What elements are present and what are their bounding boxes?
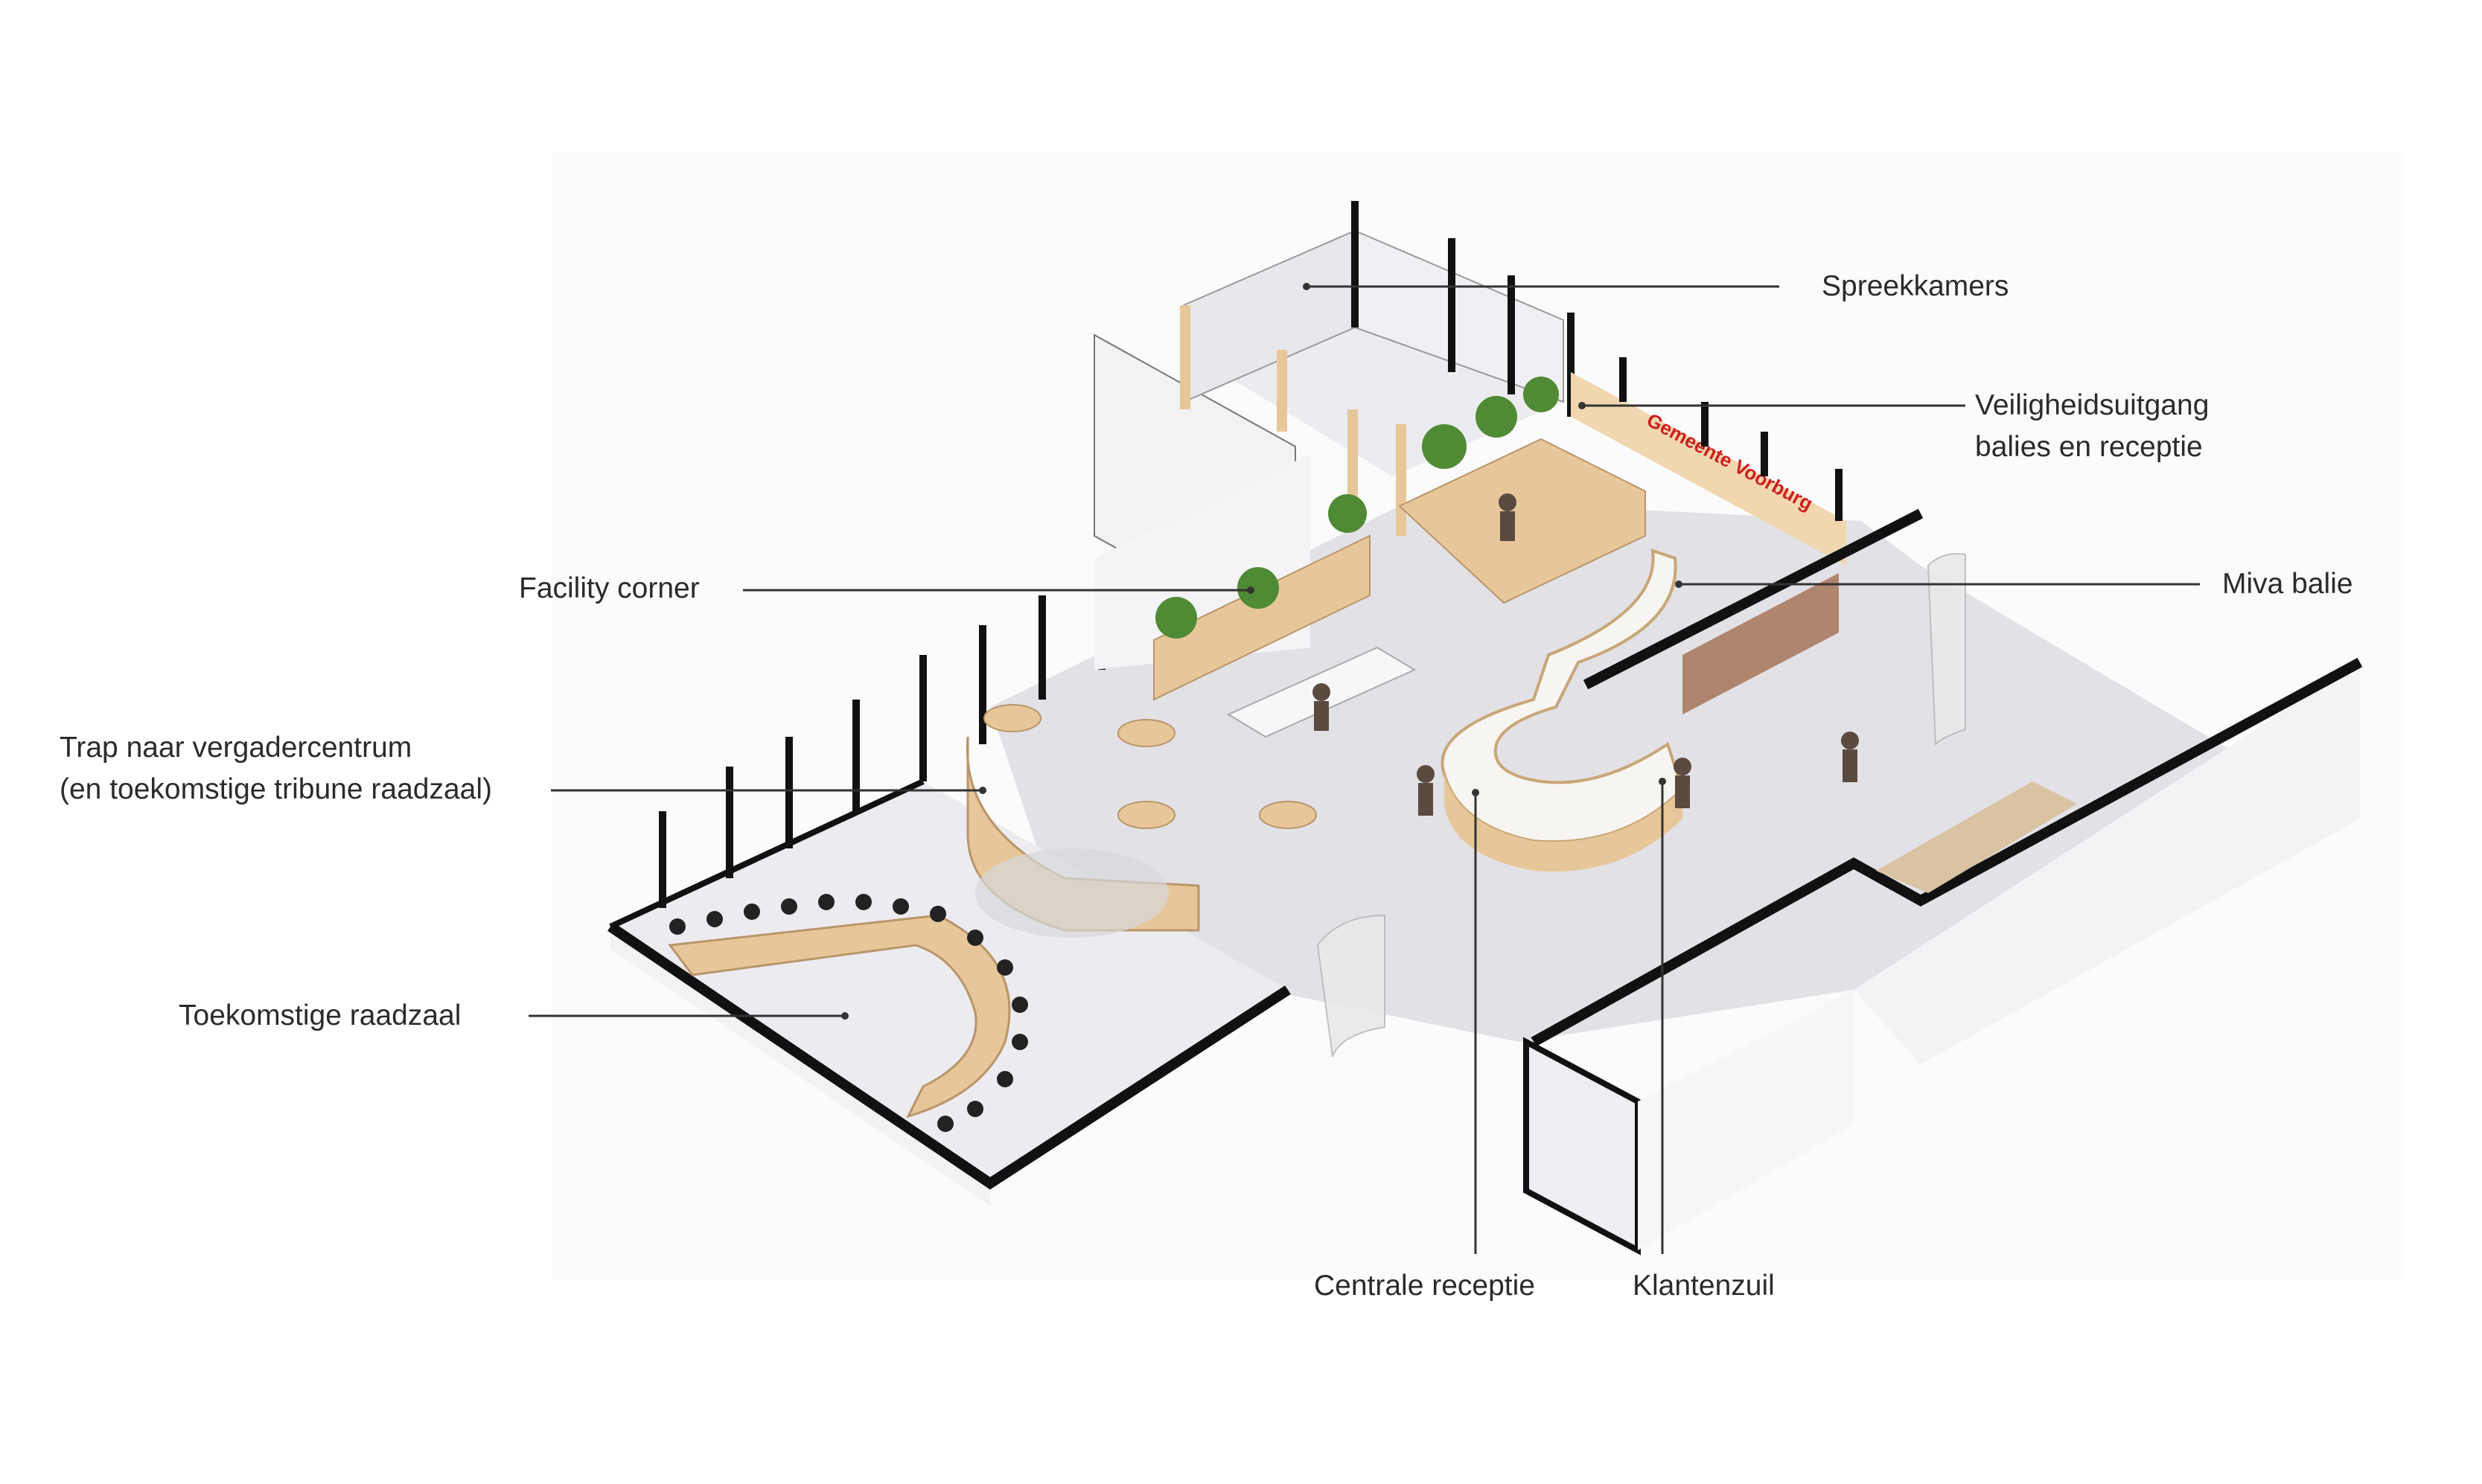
window-mullions-back bbox=[1619, 357, 1843, 521]
label-veiligheidsuitgang-line1: Veiligheidsuitgang bbox=[1975, 389, 2210, 421]
label-trap-line2: (en toekomstige tribune raadzaal) bbox=[60, 773, 492, 805]
inner-dark-wall bbox=[1583, 508, 1924, 690]
staircase bbox=[966, 736, 1200, 938]
central-reception-desk bbox=[1441, 548, 1685, 872]
label-klantenzuil: Klantenzuil bbox=[1633, 1265, 1775, 1307]
label-miva-balie-text: Miva balie bbox=[2222, 568, 2353, 600]
label-toekomstige-raadzaal: Toekomstige raadzaal bbox=[179, 995, 461, 1037]
people bbox=[1312, 493, 1859, 816]
label-spreekkamers: Spreekkamers bbox=[1822, 266, 2009, 307]
facility-corner bbox=[1153, 494, 1371, 701]
label-trap-line1: Trap naar vergadercentrum bbox=[60, 732, 412, 764]
raadzaal-table bbox=[668, 894, 1028, 1132]
label-veiligheidsuitgang-line2: balies en receptie bbox=[1975, 431, 2203, 463]
receptie-back-wall bbox=[1571, 372, 1846, 566]
label-klantenzuil-text: Klantenzuil bbox=[1633, 1270, 1775, 1302]
raadzaal-wall-top bbox=[607, 922, 1291, 1190]
leader-lines bbox=[529, 283, 2200, 1254]
right-wall-face bbox=[1854, 662, 2360, 1064]
entrance-glass bbox=[1316, 553, 1966, 1058]
label-facility-corner-text: Facility corner bbox=[519, 572, 700, 604]
label-miva-balie: Miva balie bbox=[2222, 563, 2353, 605]
label-veiligheidsuitgang: Veiligheidsuitgang balies en receptie bbox=[1975, 385, 2209, 468]
front-wall-side bbox=[1638, 990, 1854, 1250]
mural bbox=[1682, 573, 1839, 714]
entrance-mat bbox=[1876, 781, 2077, 893]
balies-receptie bbox=[1398, 377, 1646, 604]
label-centrale-receptie-text: Centrale receptie bbox=[1314, 1270, 1535, 1302]
label-trap: Trap naar vergadercentrum (en toekomstig… bbox=[60, 727, 492, 810]
cafe-tables bbox=[983, 704, 1317, 829]
label-centrale-receptie: Centrale receptie bbox=[1314, 1265, 1535, 1307]
right-wall-top bbox=[1531, 657, 2363, 1047]
label-facility-corner: Facility corner bbox=[519, 568, 700, 610]
label-spreekkamers-text: Spreekkamers bbox=[1822, 270, 2009, 302]
raadzaal-floor bbox=[610, 781, 1288, 1183]
label-toekomstige-raadzaal-text: Toekomstige raadzaal bbox=[179, 1000, 462, 1032]
